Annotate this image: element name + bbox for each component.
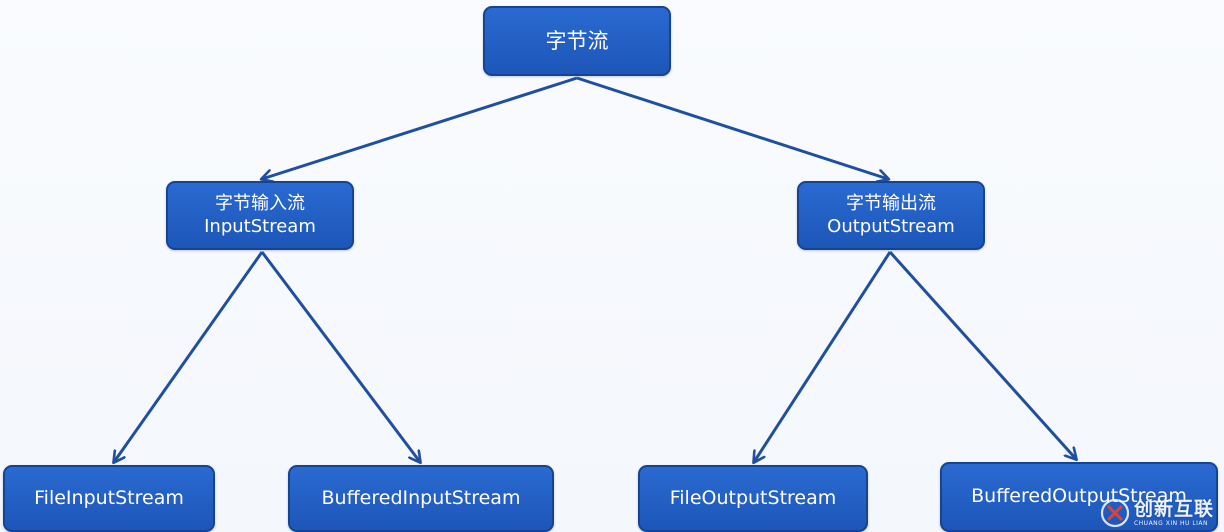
node-file-input-stream: FileInputStream (3, 465, 215, 532)
watermark-x-icon (1100, 498, 1130, 528)
node-input-stream-label-cn: 字节输入流 (215, 193, 305, 214)
node-output-stream-label-en: OutputStream (827, 215, 955, 237)
node-byte-stream-label: 字节流 (545, 28, 609, 53)
node-file-output-stream: FileOutputStream (638, 465, 868, 532)
node-input-stream: 字节输入流 InputStream (166, 181, 354, 250)
edge-output-to-bufferedoutput (888, 250, 1076, 459)
node-output-stream: 字节输出流 OutputStream (797, 181, 985, 250)
watermark-logo: 创新互联 CHUANG XIN HU LIAN (1100, 498, 1214, 528)
node-buffered-output-stream: BufferedOutputStream (940, 462, 1218, 532)
edge-root-to-output (576, 76, 888, 179)
node-input-stream-label-en: InputStream (204, 215, 316, 237)
edge-input-to-fileinput (114, 251, 264, 462)
watermark-sub-text: CHUANG XIN HU LIAN (1133, 519, 1209, 527)
edge-root-to-input (262, 76, 578, 179)
edge-input-to-bufferedinput (260, 251, 420, 462)
node-buffered-input-stream-label: BufferedInputStream (321, 486, 521, 509)
node-byte-stream: 字节流 (483, 6, 671, 76)
node-file-input-stream-label: FileInputStream (34, 486, 184, 509)
edge-output-to-fileoutput (754, 251, 892, 462)
node-file-output-stream-label: FileOutputStream (669, 486, 837, 509)
node-buffered-output-stream-label: BufferedOutputStream (971, 485, 1187, 508)
node-buffered-input-stream: BufferedInputStream (288, 465, 554, 532)
watermark-main-text: 创新互联 (1133, 497, 1214, 520)
node-output-stream-label-cn: 字节输出流 (846, 193, 936, 214)
